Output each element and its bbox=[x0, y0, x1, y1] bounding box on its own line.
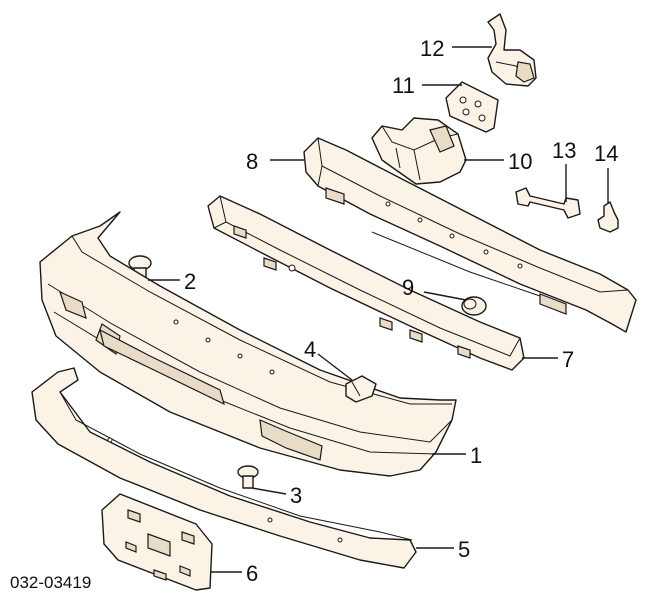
part-1-bumper-cover bbox=[39, 211, 457, 477]
callout-12: 12 bbox=[420, 36, 444, 61]
callout-14: 14 bbox=[594, 141, 618, 166]
part-12-bracket bbox=[487, 13, 537, 87]
callout-8: 8 bbox=[246, 149, 258, 174]
part-4-nozzle bbox=[345, 375, 377, 403]
callout-4: 4 bbox=[304, 337, 316, 362]
callout-13: 13 bbox=[552, 138, 576, 163]
callout-11: 11 bbox=[392, 73, 415, 98]
callout-6: 6 bbox=[246, 561, 258, 586]
callout-7: 7 bbox=[562, 347, 574, 372]
callout-2: 2 bbox=[184, 269, 196, 294]
part-3-clip bbox=[237, 465, 259, 489]
part-13-clip bbox=[515, 187, 581, 219]
part-11-plate bbox=[445, 81, 499, 133]
callout-9: 9 bbox=[402, 275, 414, 300]
part-9-plug bbox=[461, 296, 487, 316]
callout-1: 1 bbox=[470, 443, 482, 468]
part-6-license-bracket bbox=[101, 493, 213, 591]
part-14-hook bbox=[597, 201, 619, 233]
callout-10: 10 bbox=[508, 149, 532, 174]
part-5-spoiler bbox=[31, 367, 417, 569]
leader-lines bbox=[148, 46, 609, 573]
callout-3: 3 bbox=[290, 483, 302, 508]
callout-labels: 1 2 3 4 5 6 7 8 9 10 11 12 13 14 bbox=[184, 36, 618, 586]
callout-5: 5 bbox=[458, 537, 470, 562]
part-8-reinforcement bbox=[303, 137, 637, 333]
diagram-code: 032-03419 bbox=[10, 573, 91, 592]
